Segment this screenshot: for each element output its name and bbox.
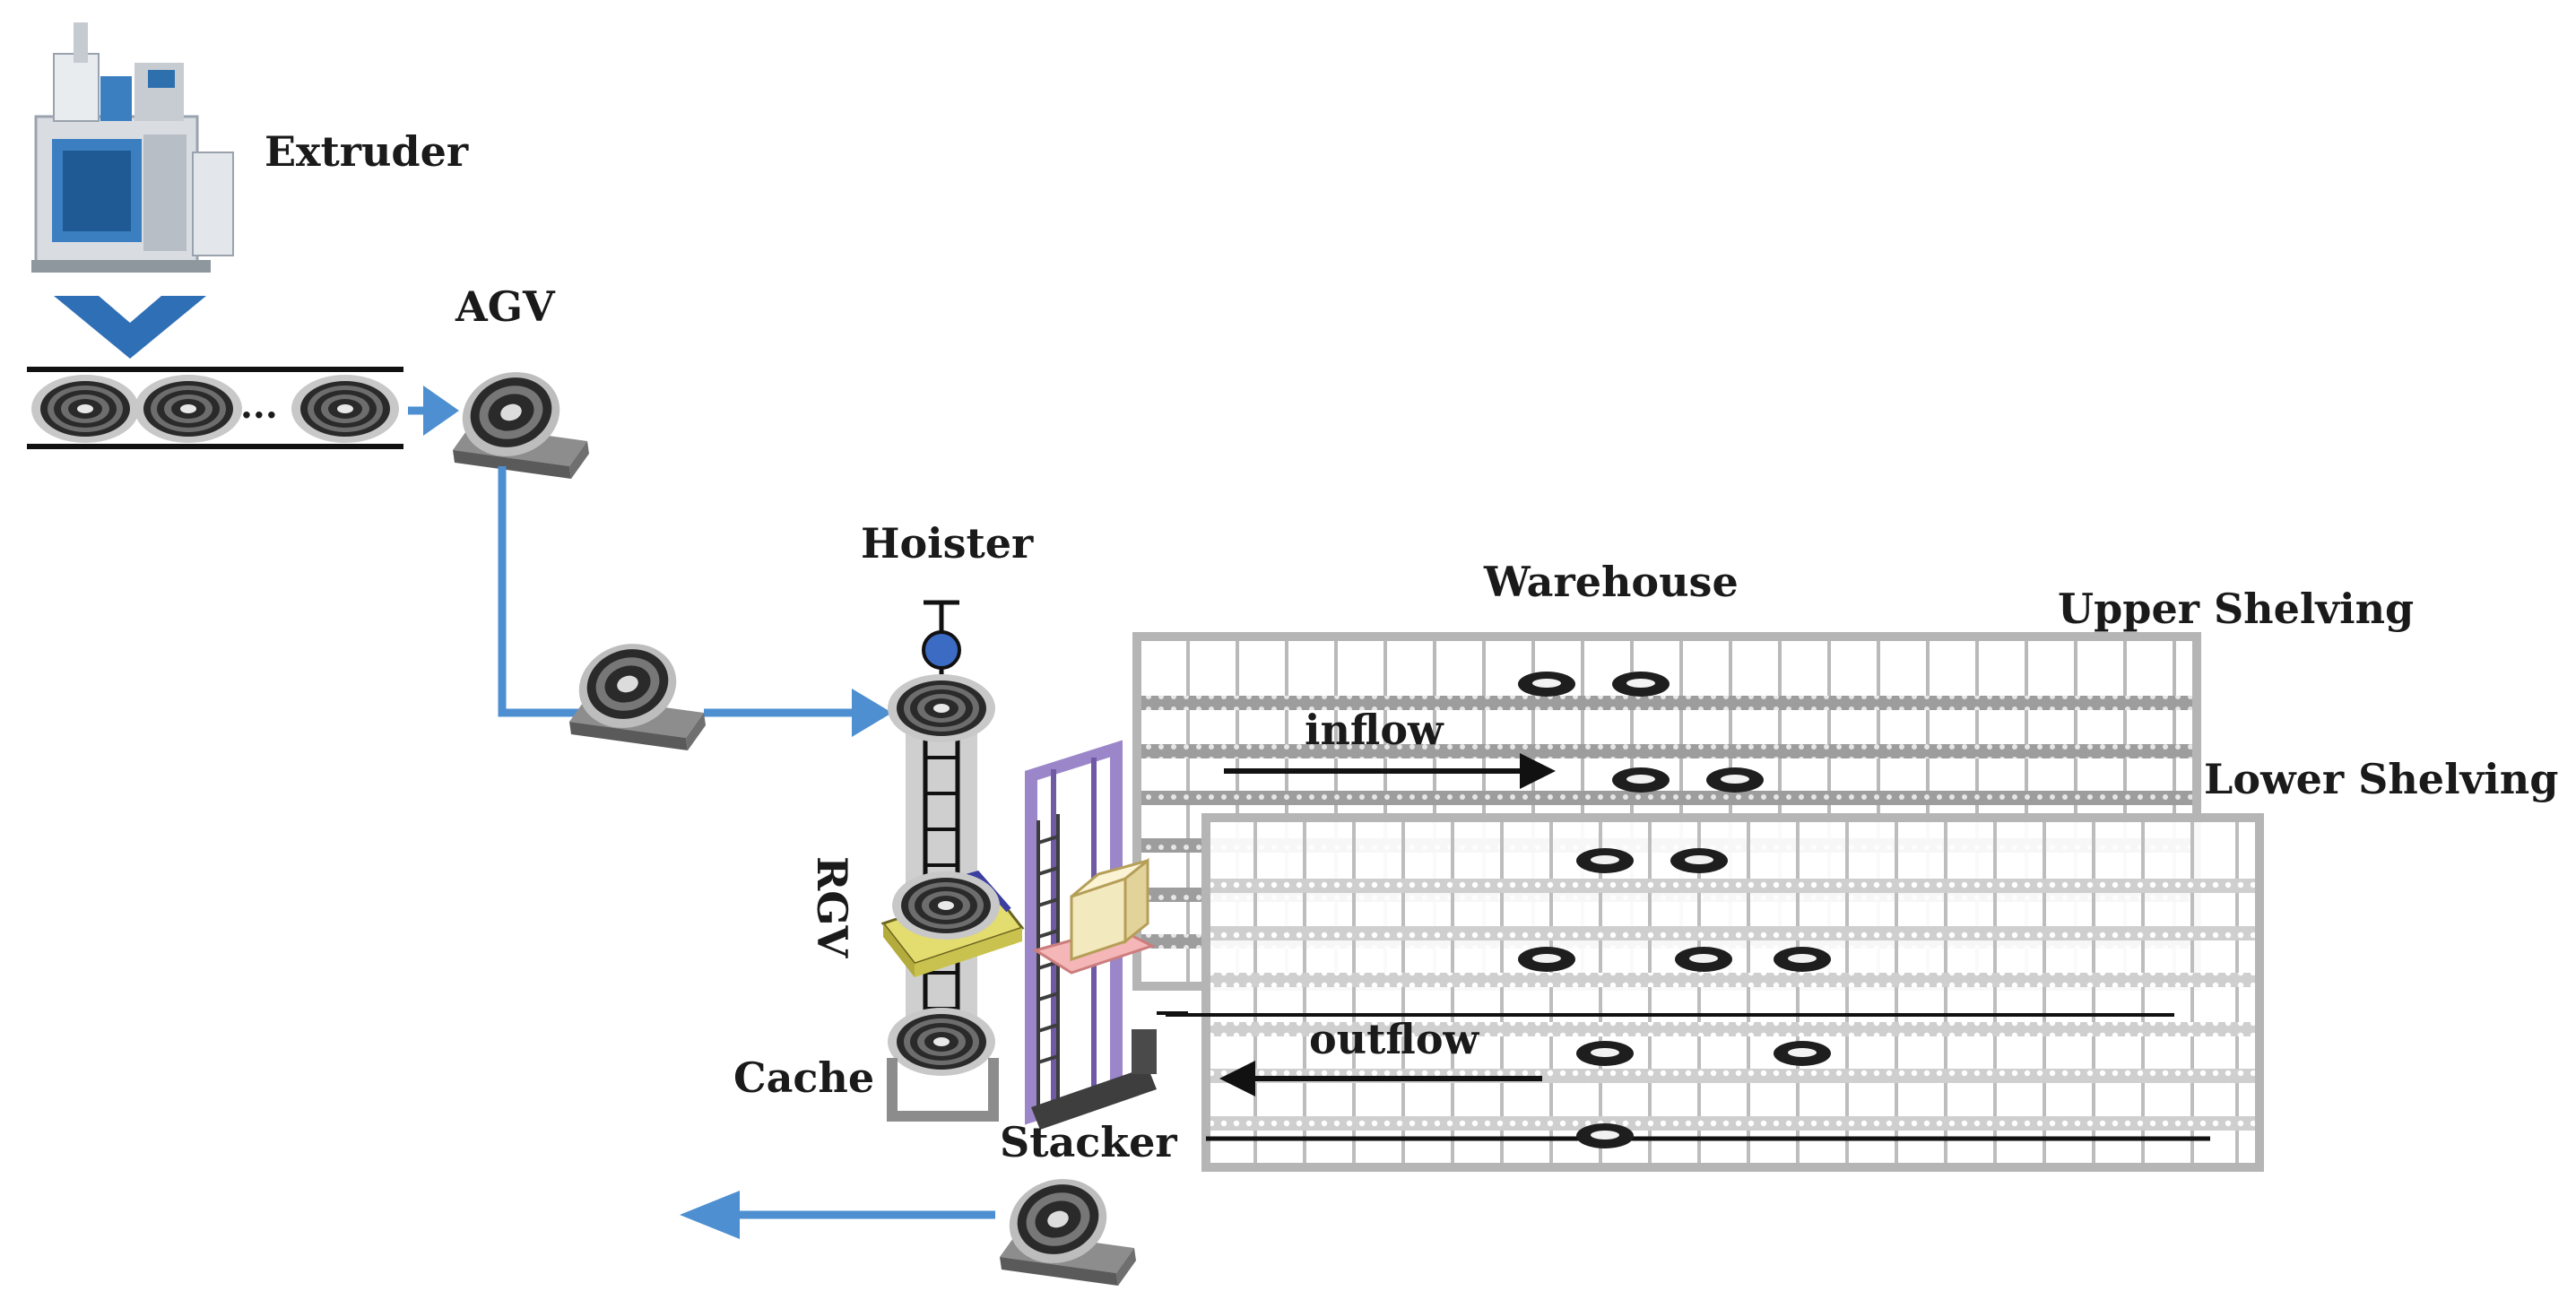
extruder-label: Extruder [265, 127, 469, 176]
stacker-label: Stacker [1000, 1118, 1177, 1166]
coil-reel-icon [1576, 1041, 1634, 1066]
hoister-label: Hoister [861, 519, 1034, 568]
upper-shelving-label: Upper Shelving [2058, 585, 2414, 633]
coil-reel-icon [1774, 947, 1831, 972]
conveyor: ... [27, 367, 403, 449]
hoister-column [888, 600, 995, 1036]
coil-reel-icon [1612, 672, 1670, 697]
lower-shelving-label: Lower Shelving [2204, 755, 2558, 803]
coil-reel-icon [1518, 947, 1575, 972]
inflow-arrow [1224, 753, 1556, 789]
agv-vehicle-icon [998, 1166, 1136, 1286]
warehouse-label: Warehouse [1483, 558, 1739, 606]
coil-reel-icon [134, 375, 242, 443]
outflow-label: outflow [1309, 1015, 1480, 1063]
coil-reel-icon [1675, 947, 1732, 972]
coil-reel-icon [888, 1008, 995, 1076]
rgv-label: RGV [808, 856, 856, 959]
coil-reel-icon [1518, 672, 1575, 697]
coil-reel-icon [31, 375, 139, 443]
stacker-crane-icon [1025, 740, 1188, 1130]
outgoing-flow-arrow [680, 1191, 995, 1239]
cache-bin [887, 1008, 999, 1122]
extruder-chevron-icon [54, 296, 206, 359]
coil-reel-icon [892, 871, 1000, 940]
coil-reel-icon [291, 375, 399, 443]
conveyor-ellipsis: ... [240, 385, 278, 427]
coil-reel-icon [1576, 848, 1634, 873]
flow-arrow [408, 386, 459, 436]
coil-reel-icon [1576, 1123, 1634, 1148]
agv-label: AGV [455, 282, 556, 331]
coil-reel-icon [888, 674, 995, 742]
coil-reel-icon [1706, 767, 1764, 793]
lower-shelving [1166, 813, 2264, 1172]
agv-vehicle-icon [568, 631, 706, 750]
coil-reel-icon [1774, 1041, 1831, 1066]
extruder-machine-icon [31, 22, 234, 273]
hoister-knob-icon [922, 630, 961, 670]
cache-label: Cache [733, 1053, 874, 1102]
agv-vehicle-icon [451, 360, 589, 479]
agv-route [498, 466, 892, 737]
rgv-shuttle-icon [880, 871, 1025, 977]
coil-reel-icon [1612, 767, 1670, 793]
outflow-arrow [1219, 1061, 1542, 1096]
inflow-label: inflow [1305, 706, 1444, 754]
coil-reel-icon [1670, 848, 1728, 873]
